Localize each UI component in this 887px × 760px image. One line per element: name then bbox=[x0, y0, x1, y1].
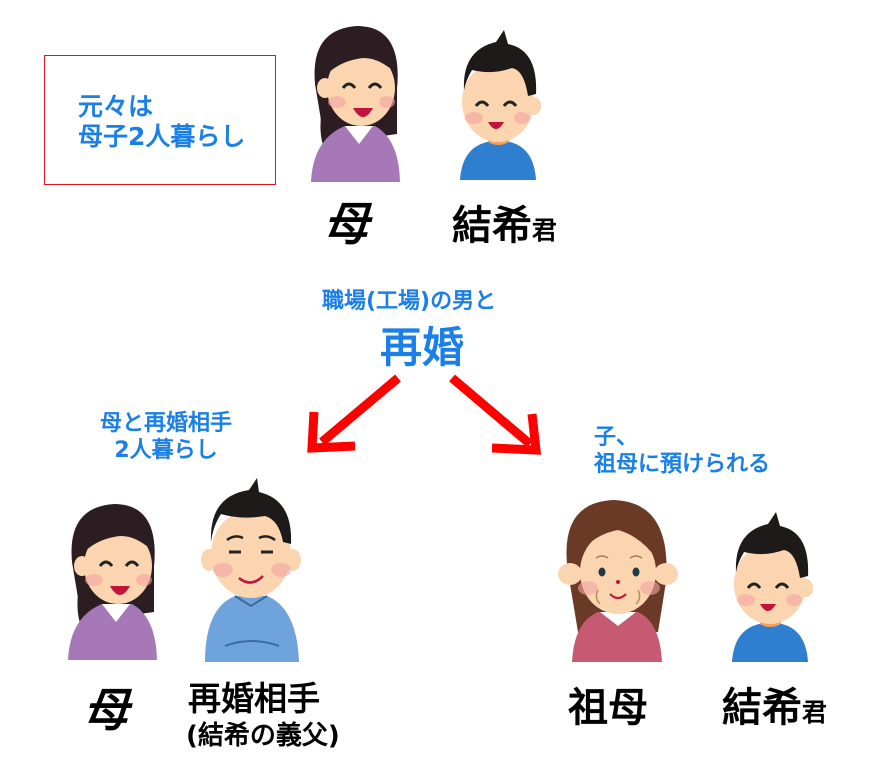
remarriage-subtitle: 職場(工場)の男と bbox=[322, 289, 497, 314]
right-branch-caption: 子、 祖母に預けられる bbox=[594, 424, 770, 478]
top-boy-suffix: 君 bbox=[532, 216, 557, 245]
right-boy-suffix: 君 bbox=[802, 698, 827, 727]
left-mother-label: 母 bbox=[83, 683, 129, 737]
arrow-down-right-icon bbox=[449, 374, 542, 455]
arrow-down-left-icon bbox=[307, 374, 401, 453]
note-box bbox=[44, 55, 276, 185]
top-boy-label: 結希君 bbox=[452, 193, 557, 251]
right-caption-line-1: 子、 bbox=[594, 425, 639, 450]
grandmother-icon bbox=[548, 492, 682, 662]
note-line-1: 元々は bbox=[78, 92, 154, 121]
mother-icon bbox=[62, 492, 162, 660]
boy-icon bbox=[452, 30, 542, 180]
stepfather-sublabel: (結希の義父) bbox=[186, 721, 340, 751]
left-caption-line-1: 母と再婚相手 bbox=[100, 411, 233, 436]
stepfather-icon bbox=[195, 478, 307, 662]
grandmother-label: 祖母 bbox=[568, 685, 648, 731]
boy-icon bbox=[724, 512, 814, 662]
right-caption-line-2: 祖母に預けられる bbox=[594, 452, 771, 477]
stepfather-label: 再婚相手 bbox=[188, 679, 320, 718]
left-caption-line-2: 2人暮らし bbox=[114, 438, 218, 463]
left-branch-caption: 母と再婚相手 2人暮らし bbox=[100, 410, 232, 464]
mother-icon bbox=[305, 14, 405, 182]
top-boy-name: 結希 bbox=[452, 203, 532, 249]
top-mother-label: 母 bbox=[323, 197, 369, 251]
note-text: 元々は 母子2人暮らし bbox=[78, 92, 245, 152]
right-boy-name: 結希 bbox=[722, 685, 802, 731]
right-boy-label: 結希君 bbox=[722, 675, 827, 733]
remarriage-title: 再婚 bbox=[380, 323, 465, 372]
note-line-2: 母子2人暮らし bbox=[78, 122, 246, 151]
